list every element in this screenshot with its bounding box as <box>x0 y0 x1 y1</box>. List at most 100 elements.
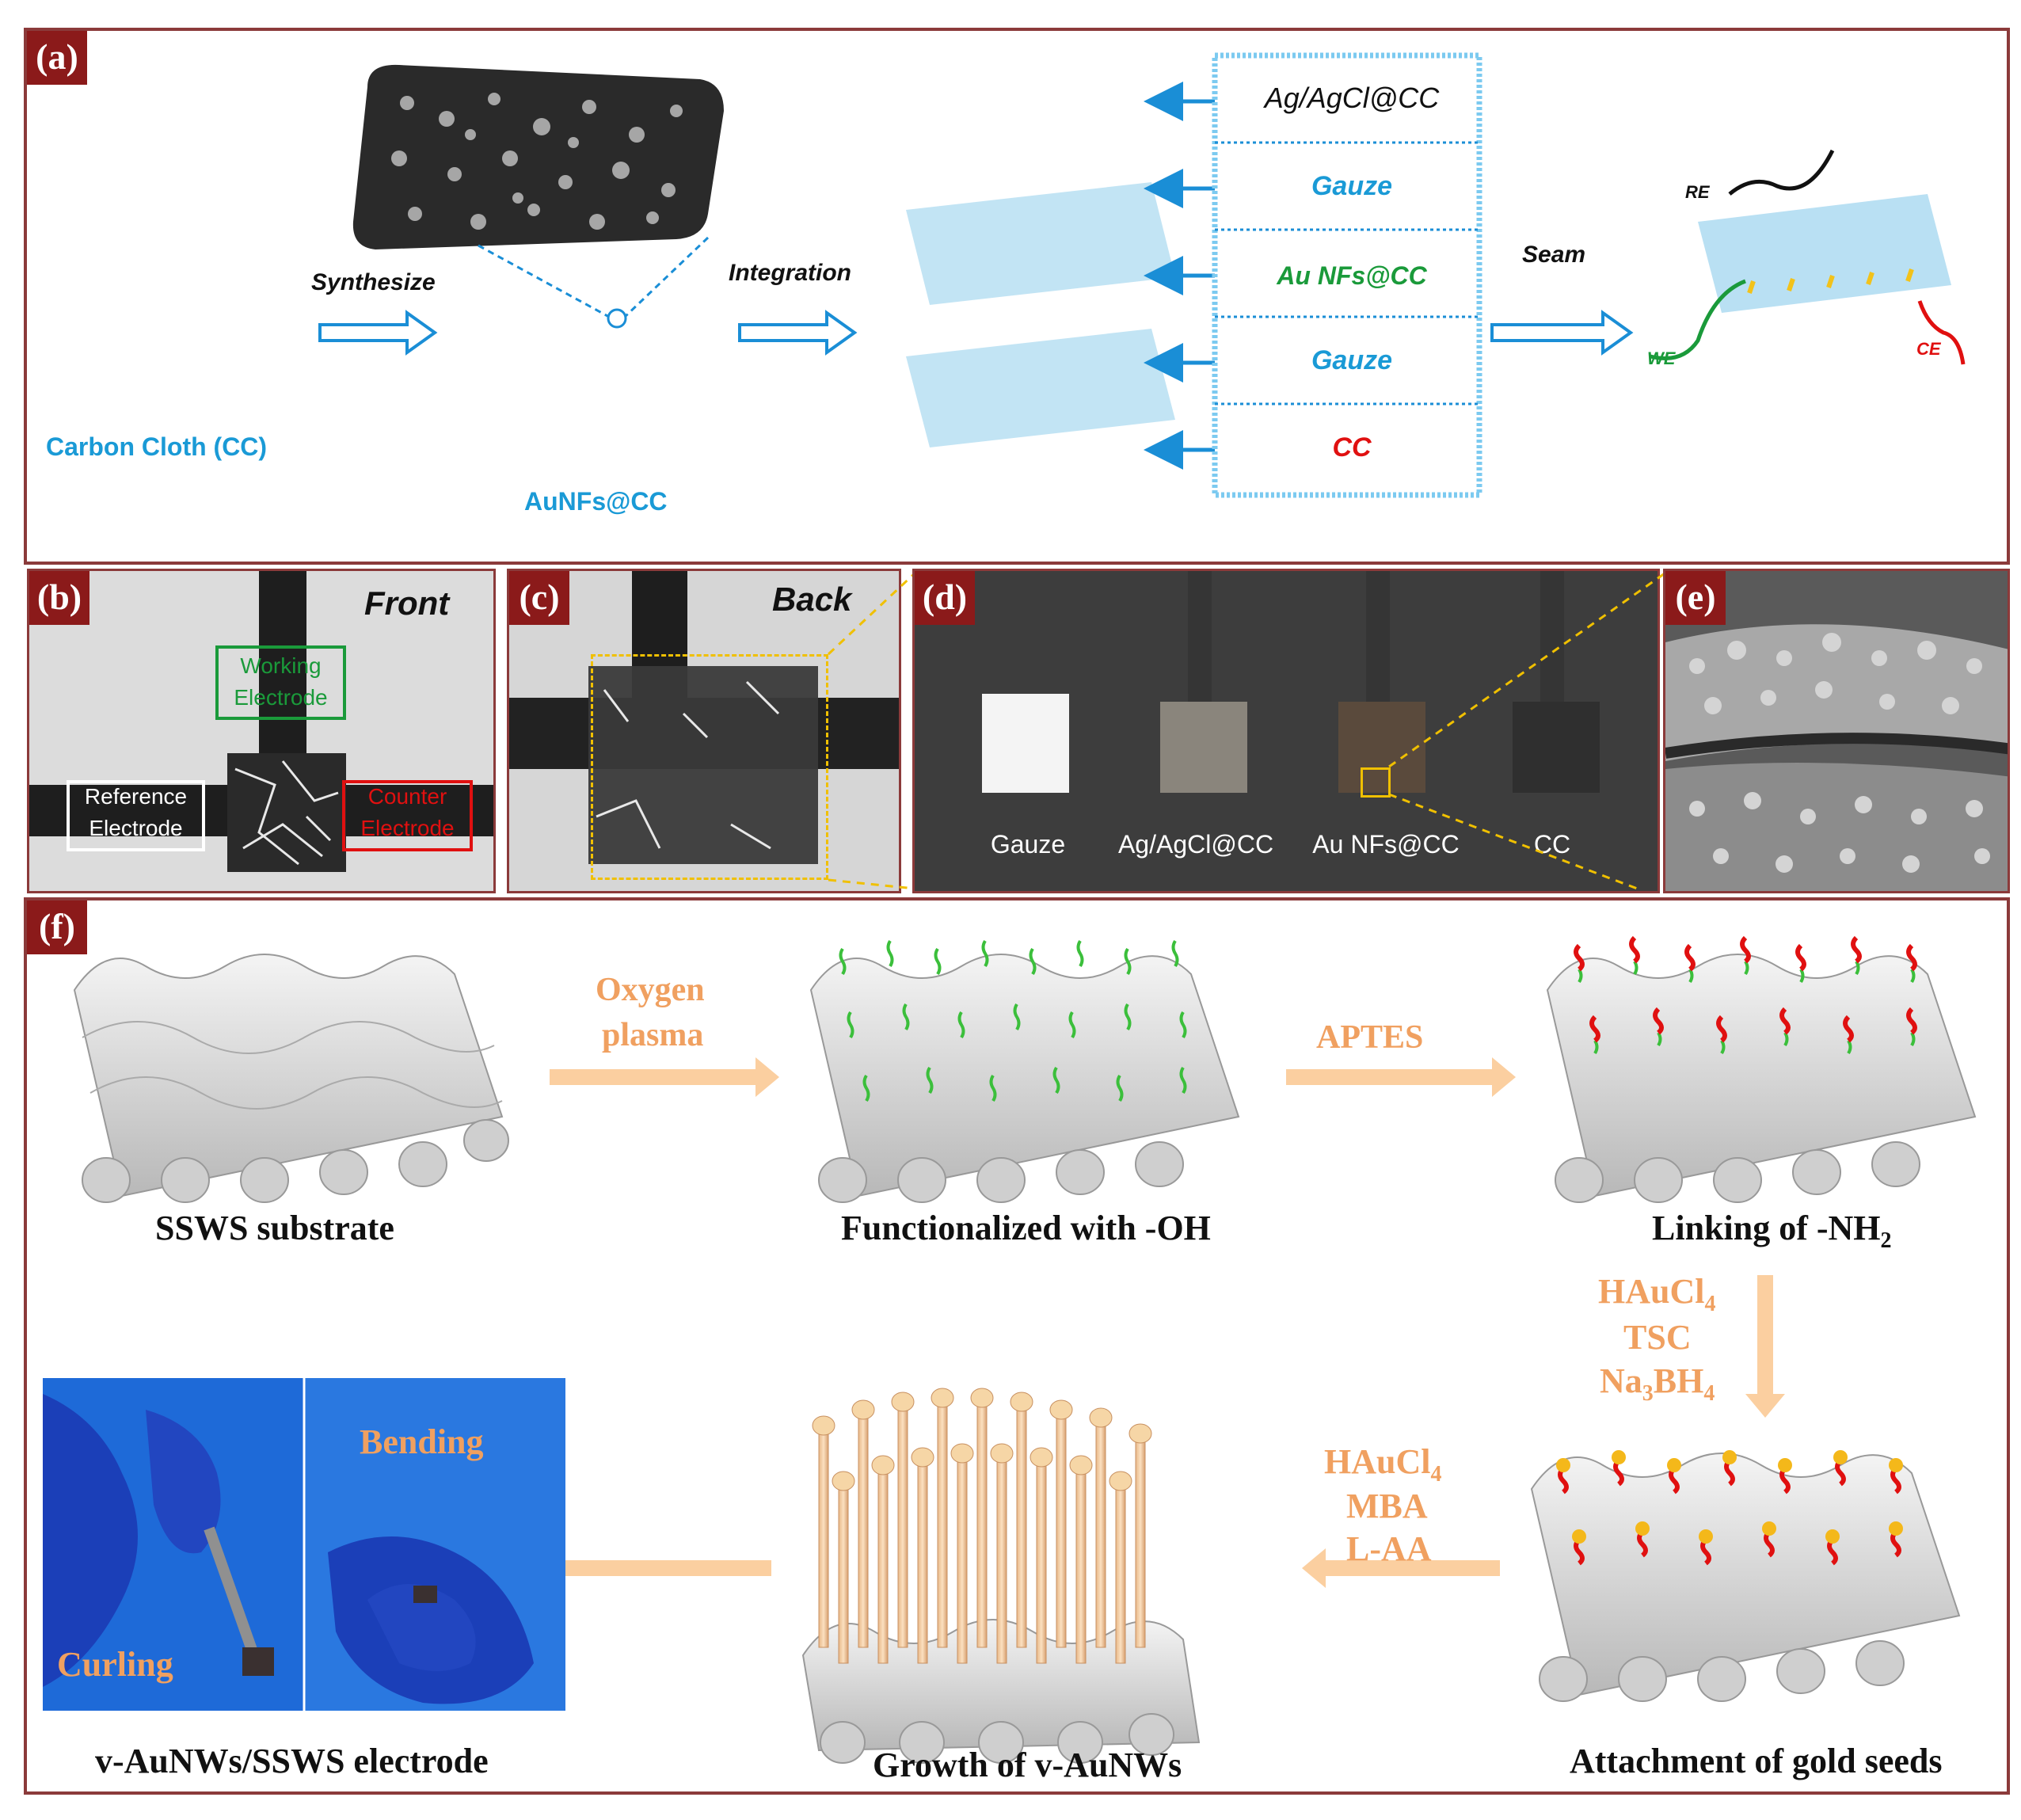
synthesize-arrow <box>318 310 438 356</box>
counter-electrode-box <box>342 780 473 851</box>
panel-e-tag: (e) <box>1665 571 1726 625</box>
counter-label-1: Counter <box>367 784 447 809</box>
working-label-2: Electrode <box>234 685 328 710</box>
step-gold-seeds: Attachment of gold seeds <box>1570 1742 1943 1780</box>
panel-c-title: Back <box>772 581 852 618</box>
panel-b-photo <box>27 569 496 893</box>
reagent-haucl4-down-sub: 4 <box>1704 1291 1716 1316</box>
aptes-label: APTES <box>1316 1019 1424 1056</box>
layer-legend-box <box>1212 52 1482 498</box>
step-growth: Growth of v-AuNWs <box>873 1746 1182 1784</box>
ssws-substrate-weave <box>73 954 509 1203</box>
carbon-cloth-mesh <box>27 233 333 374</box>
reference-label-1: Reference <box>84 784 188 809</box>
step-functionalized: Functionalized with -OH <box>841 1209 1211 1247</box>
curling-label: Curling <box>57 1645 173 1684</box>
step-ssws-substrate: SSWS substrate <box>155 1209 394 1247</box>
step-electrode: v-AuNWs/SSWS electrode <box>95 1742 489 1780</box>
reference-electrode-box <box>67 780 205 851</box>
back-pad <box>588 666 818 864</box>
layer-label-aunfs: Au NFs@CC <box>1277 261 1427 290</box>
oxygen-label-1: Oxygen <box>596 972 705 1008</box>
sem-inset <box>352 64 724 329</box>
panel-a-tag: (a) <box>27 31 87 85</box>
reagent-na-text: Na <box>1600 1361 1642 1400</box>
reagent-bh-text: BH <box>1653 1361 1704 1400</box>
d-label-agagcl: Ag/AgCl@CC <box>1117 830 1274 859</box>
layer-label-agagcl: Ag/AgCl@CC <box>1264 82 1440 114</box>
seam-label: Seam <box>1522 242 1586 268</box>
functionalized-weave <box>809 939 1240 1203</box>
integration-arrow <box>738 310 858 356</box>
cc-swatch <box>1513 702 1600 793</box>
reference-label-2: Electrode <box>89 816 183 840</box>
panel-b-title: Front <box>364 584 450 622</box>
working-label-1: Working <box>240 653 322 678</box>
panel-c-zoom-box <box>591 654 828 880</box>
oxygen-plasma-arrow <box>550 1057 779 1097</box>
gauze-swatch <box>982 694 1069 793</box>
growth-arrow <box>1302 1548 1500 1588</box>
panel-f-tag: (f) <box>27 900 87 954</box>
panel-f-frame <box>24 897 2010 1795</box>
gold-seed-weave <box>1530 1450 1961 1702</box>
d-label-cc: CC <box>1533 830 1571 859</box>
panel-e-photo <box>1663 569 2010 893</box>
flexible-electrode-photo <box>43 1378 565 1711</box>
layer-stack <box>861 59 1191 515</box>
down-arrow <box>1745 1275 1785 1418</box>
agagcl-swatch <box>1160 702 1247 793</box>
we-label: WE <box>1647 348 1676 368</box>
panel-a-illustration <box>27 52 1966 515</box>
aunfs-mesh <box>399 286 760 429</box>
working-electrode-strip <box>259 571 306 753</box>
d-label-aunfs: Au NFs@CC <box>1312 830 1460 859</box>
working-electrode-box <box>215 645 346 720</box>
d-label-gauze: Gauze <box>990 830 1066 859</box>
reagent-mba: MBA <box>1346 1487 1428 1525</box>
aunfs-zoom-box <box>1361 767 1391 798</box>
reagent-haucl4-down-text: HAuCl <box>1598 1272 1705 1311</box>
nh2-linked-weave <box>1546 935 1977 1203</box>
panel-a-frame <box>24 28 2010 565</box>
panel-f-illustration <box>43 935 1977 1764</box>
synthesize-label: Synthesize <box>311 269 436 295</box>
oxygen-label-2: plasma <box>602 1017 704 1053</box>
integration-label: Integration <box>729 260 851 286</box>
reagent-na-sub: 3 <box>1642 1380 1654 1406</box>
nanowire-array <box>801 1388 1201 1764</box>
aunfs-swatch <box>1338 702 1425 793</box>
reagent-haucl4-left-text: HAuCl <box>1324 1442 1431 1481</box>
counter-label-2: Electrode <box>360 816 455 840</box>
d-to-e-zoom-lines <box>1388 570 1668 891</box>
layer-label-gauze-top: Gauze <box>1311 171 1393 201</box>
reagent-haucl4-down: HAuCl4 <box>1598 1271 1715 1317</box>
panel-d-tag: (d) <box>915 571 975 625</box>
carbon-cloth-label: Carbon Cloth (CC) <box>46 432 268 461</box>
reagent-haucl4-left-sub: 4 <box>1430 1461 1442 1487</box>
final-arrow <box>542 1548 771 1588</box>
reagent-laa: L-AA <box>1346 1529 1432 1568</box>
seam-stitches <box>234 760 339 866</box>
panel-b-tag: (b) <box>29 571 89 625</box>
ce-label: CE <box>1916 339 1941 359</box>
layer-label-cc: CC <box>1332 432 1372 463</box>
c-to-d-zoom-lines <box>827 572 916 890</box>
step-linking-nh2-sub: 2 <box>1880 1228 1892 1253</box>
assembled-device <box>1641 149 1966 365</box>
reagent-haucl4-left: HAuCl4 <box>1324 1441 1441 1487</box>
layer-label-gauze-bottom: Gauze <box>1311 345 1393 375</box>
bending-label: Bending <box>360 1422 484 1461</box>
aunfs-label: AuNFs@CC <box>524 487 668 516</box>
reagent-na3bh4: Na3BH4 <box>1600 1361 1715 1407</box>
re-label: RE <box>1685 182 1710 202</box>
step-linking-nh2: Linking of -NH2 <box>1652 1208 1892 1254</box>
panel-d-photo <box>912 569 1660 893</box>
panel-c-tag: (c) <box>509 571 569 625</box>
reagent-bh-sub: 4 <box>1703 1380 1715 1406</box>
reagent-tsc: TSC <box>1623 1318 1692 1357</box>
panel-c-photo <box>507 569 901 893</box>
seam-arrow <box>1490 310 1634 356</box>
aptes-arrow <box>1286 1057 1516 1097</box>
step-linking-nh2-text: Linking of -NH <box>1652 1209 1881 1247</box>
